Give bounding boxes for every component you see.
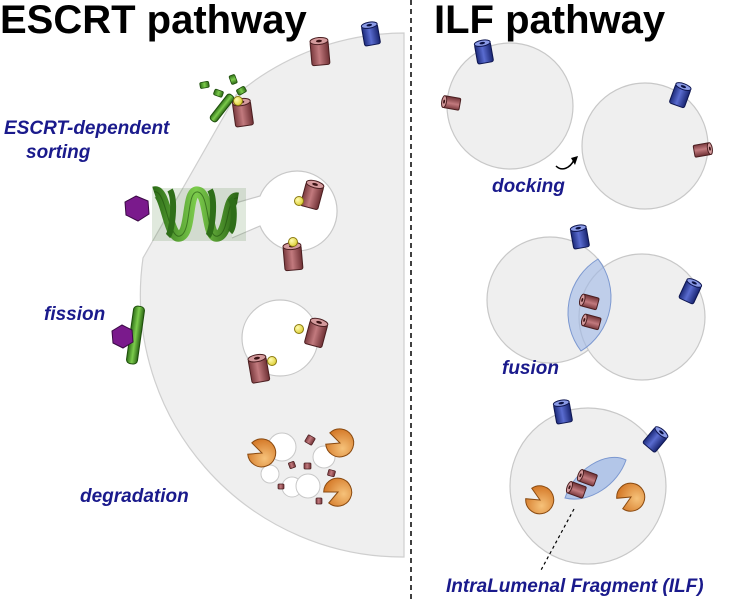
ubiquitin-icon — [233, 96, 243, 106]
escrt-sorting-label-line2: sorting — [26, 142, 91, 163]
cargo-protein-icon — [692, 141, 714, 158]
ubiquitin-icon — [267, 356, 277, 366]
docking-arrow — [555, 159, 575, 170]
cargo-protein-blue-icon — [473, 38, 495, 65]
hexagon-protein-icon — [111, 324, 134, 349]
ilf-label: IntraLumenal Fragment (ILF) — [446, 576, 704, 597]
escrt-pathway-title: ESCRT pathway — [0, 0, 307, 42]
fusion-label: fusion — [502, 358, 559, 379]
ubiquitin-icon — [294, 196, 304, 206]
escrt-subunits — [199, 74, 247, 123]
docking-label: docking — [492, 176, 565, 197]
cargo-protein-icon — [309, 36, 331, 67]
ubiquitin-icon — [294, 324, 304, 334]
degradation-label: degradation — [80, 486, 189, 507]
ilf-panel: docking fusion IntraLumenal Fragment (IL… — [440, 38, 714, 597]
hexagon-protein-icon — [124, 195, 150, 222]
cargo-protein-blue-icon — [360, 20, 382, 47]
ubiquitin-icon — [288, 237, 298, 247]
escrt-sorting-label-line1: ESCRT-dependent — [4, 118, 170, 139]
docking-arrowhead — [571, 156, 578, 165]
escrt-spiral — [152, 186, 246, 242]
docking-vesicle-right — [581, 82, 709, 210]
cargo-protein-blue-icon — [569, 223, 591, 250]
cargo-protein-icon — [440, 94, 462, 111]
docking-vesicle-left — [446, 42, 574, 170]
degradation-cluster — [260, 432, 336, 505]
ilf-pathway-title: ILF pathway — [434, 0, 666, 42]
fission-label: fission — [44, 304, 105, 325]
escrt-panel: ESCRT-dependent sorting fission degradat… — [4, 20, 405, 558]
cargo-protein-blue-icon — [552, 398, 574, 425]
endosome-membrane — [139, 32, 405, 558]
